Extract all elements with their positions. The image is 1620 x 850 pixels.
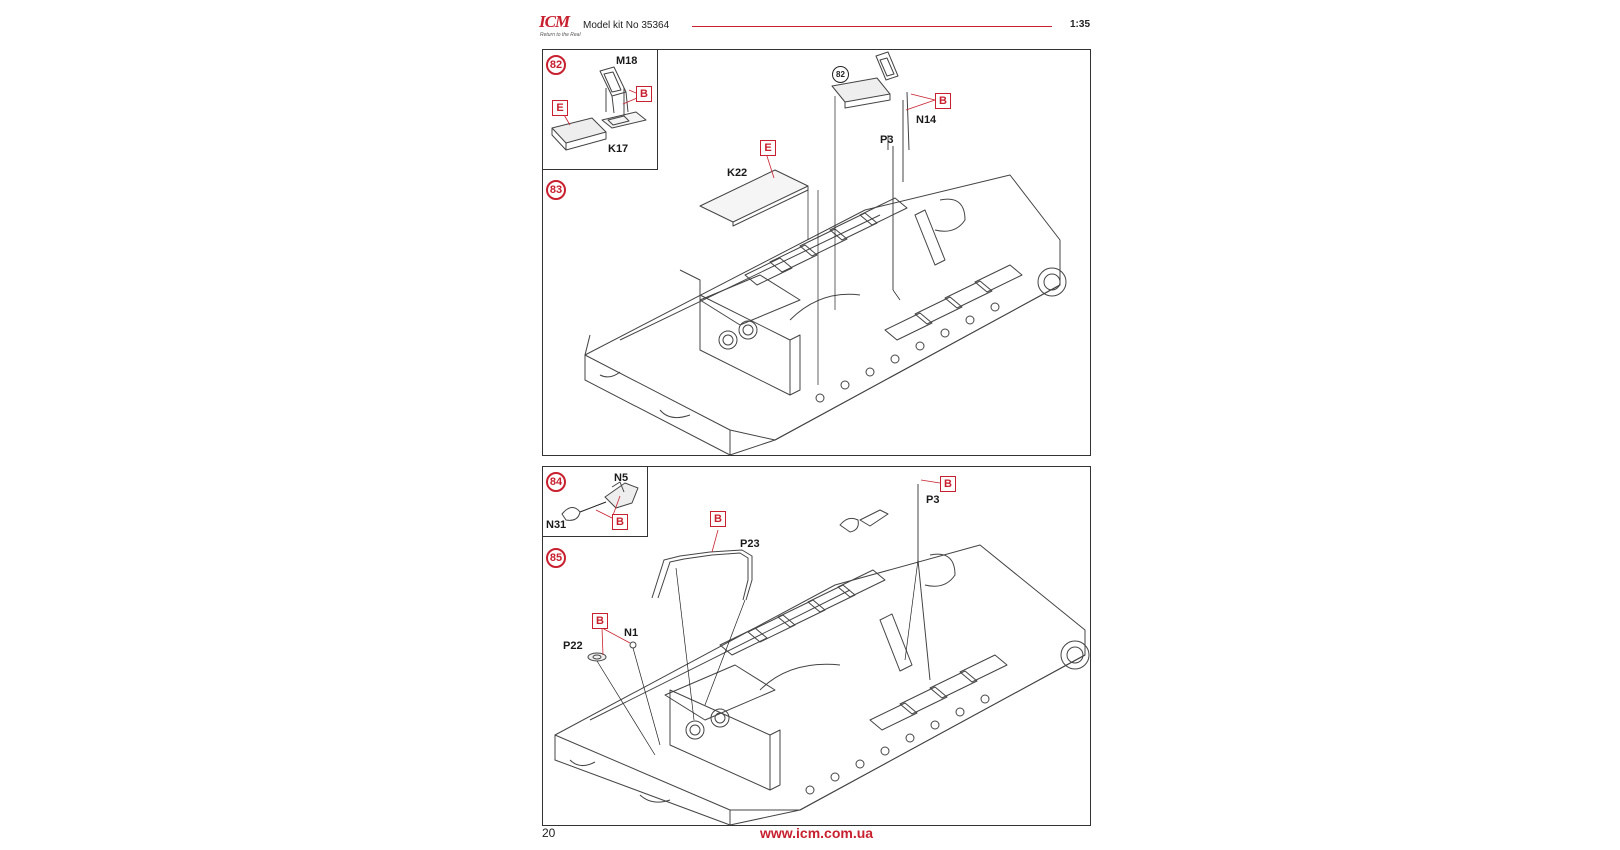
sprue-b-85-p3: B	[940, 476, 956, 492]
page-header: ICM Return to the Real Model kit No 3536…	[537, 12, 1090, 42]
seat-drawing-82	[551, 66, 647, 151]
page-number: 20	[542, 826, 556, 840]
header-rule	[692, 26, 1052, 27]
icm-logo: ICM Return to the Real	[537, 12, 581, 42]
sprue-e-82: E	[552, 100, 568, 116]
part-label-n31: N31	[546, 519, 567, 531]
part-label-n14: N14	[916, 114, 937, 126]
part-label-p3-85: P3	[926, 494, 940, 506]
leader-lines-83	[765, 93, 936, 179]
part-label-m18: M18	[616, 55, 638, 67]
ref-step-82: 82	[832, 66, 849, 83]
sprue-b-84: B	[612, 514, 628, 530]
leader-lines-85	[601, 479, 941, 656]
guide-lines-83	[807, 96, 901, 385]
part-label-n1: N1	[624, 627, 639, 639]
hull-drawing-83	[584, 51, 1067, 456]
handle-drawing-84	[561, 481, 639, 521]
hull-drawing-85	[554, 484, 1090, 826]
part-label-k17: K17	[608, 143, 629, 155]
logo-brand: ICM	[539, 12, 570, 31]
logo-tagline: Return to the Real	[540, 32, 581, 38]
panel-steps-84-85	[542, 466, 1091, 826]
part-label-p23: P23	[740, 538, 760, 550]
sprue-b-85-n1: B	[592, 613, 608, 629]
sprue-e-83: E	[760, 140, 776, 156]
step-number-84: 84	[546, 472, 566, 492]
guide-lines-85	[596, 559, 919, 756]
sprue-b-82: B	[636, 86, 652, 102]
part-label-k22: K22	[727, 167, 748, 179]
step-number-82: 82	[546, 55, 566, 75]
sprue-b-83: B	[935, 93, 951, 109]
step-number-83: 83	[546, 180, 566, 200]
sprue-b-85-p23: B	[710, 511, 726, 527]
part-label-p3-83: P3	[880, 134, 894, 146]
scale-label: 1:35	[1069, 19, 1090, 30]
step-number-85: 85	[546, 548, 566, 568]
kit-number: Model kit No 35364	[583, 20, 670, 31]
part-label-p22: P22	[563, 640, 583, 652]
part-label-n5: N5	[614, 472, 629, 484]
website-link[interactable]: www.icm.com.ua	[760, 825, 874, 841]
